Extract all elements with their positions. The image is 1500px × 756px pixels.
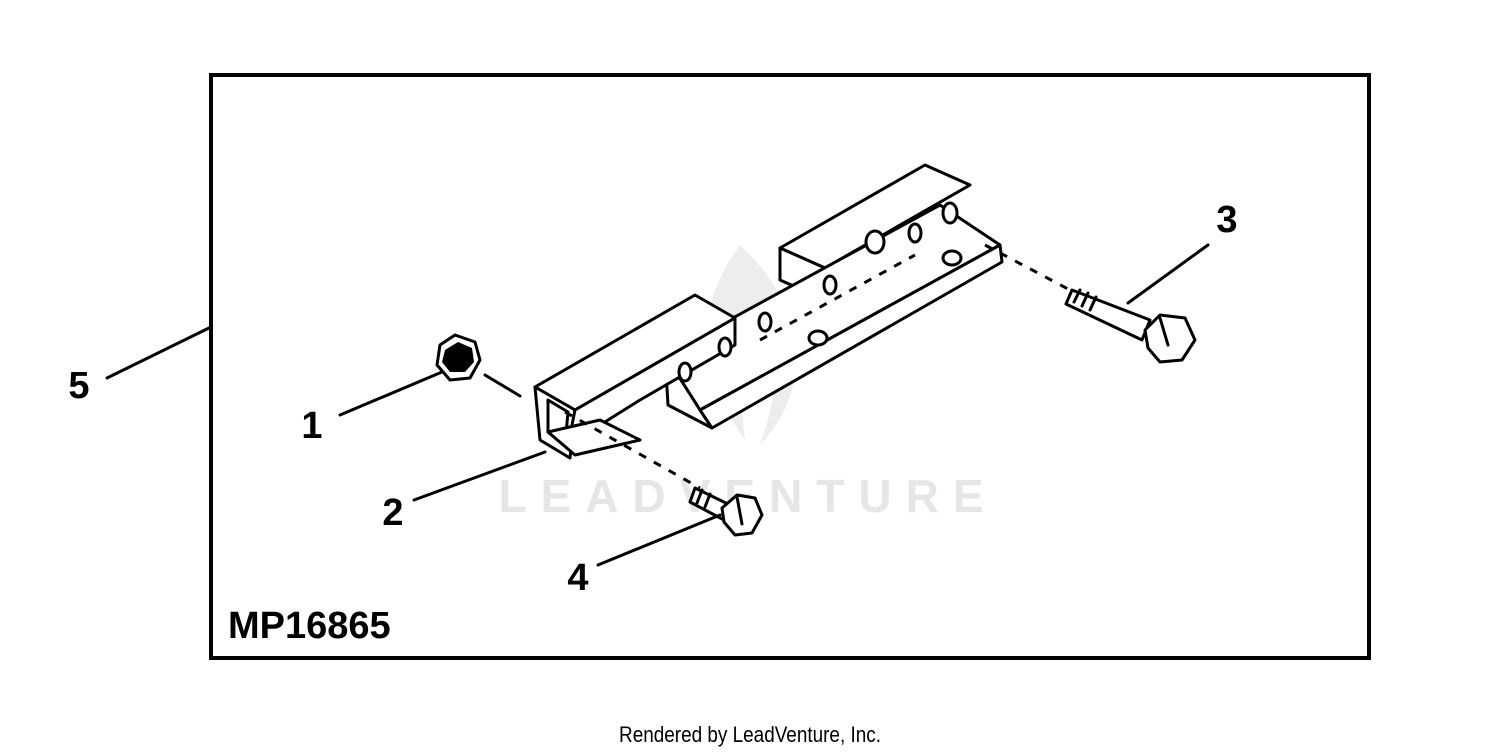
diagram-frame xyxy=(209,73,1371,660)
callout-2: 2 xyxy=(382,492,403,534)
hole-2 xyxy=(717,336,733,358)
plate-lower-edge xyxy=(698,243,1004,430)
hole-8 xyxy=(807,329,829,347)
leader-3 xyxy=(1126,243,1210,305)
leader-1 xyxy=(338,370,444,417)
bolt-3-shank xyxy=(1064,288,1152,342)
bolt-3-thread-3 xyxy=(1088,295,1098,312)
hole-4 xyxy=(822,274,838,296)
part-1-nut-icon xyxy=(435,333,482,382)
bolt-3-head-edge xyxy=(1158,316,1170,347)
footer-credit: Rendered by LeadVenture, Inc. xyxy=(619,722,881,747)
bolt-4-thread-1 xyxy=(695,488,704,505)
leader-5 xyxy=(105,325,213,380)
part-4-bolt-icon xyxy=(688,486,764,537)
callout-4: 4 xyxy=(567,557,588,599)
tube-lower-lip xyxy=(546,418,642,457)
bolt-3-thread-1 xyxy=(1072,288,1082,304)
bolt-3-head xyxy=(1143,313,1197,364)
assembly-centerline xyxy=(759,253,916,342)
bolt-4-thread-2 xyxy=(703,492,712,509)
hole-9 xyxy=(941,249,963,267)
callout-3: 3 xyxy=(1216,199,1237,241)
part-3-bolt-icon xyxy=(1064,288,1197,364)
bolt-3-thread-2 xyxy=(1080,291,1090,308)
hole-5 xyxy=(864,229,886,255)
hole-3 xyxy=(757,311,773,333)
hole-1 xyxy=(677,361,693,383)
leader-2 xyxy=(412,450,547,502)
hole-6 xyxy=(907,222,923,244)
callout-5: 5 xyxy=(68,365,89,407)
hole-7 xyxy=(941,201,959,225)
leader-4 xyxy=(596,513,722,567)
nut-axis xyxy=(483,373,522,398)
nut-face xyxy=(442,342,474,372)
bolt-4-head-edge xyxy=(735,495,744,526)
part-2-bracket xyxy=(533,163,1004,460)
bolt-4-head xyxy=(720,493,764,537)
drawing-id: MP16865 xyxy=(228,605,391,647)
callout-1: 1 xyxy=(301,405,322,447)
